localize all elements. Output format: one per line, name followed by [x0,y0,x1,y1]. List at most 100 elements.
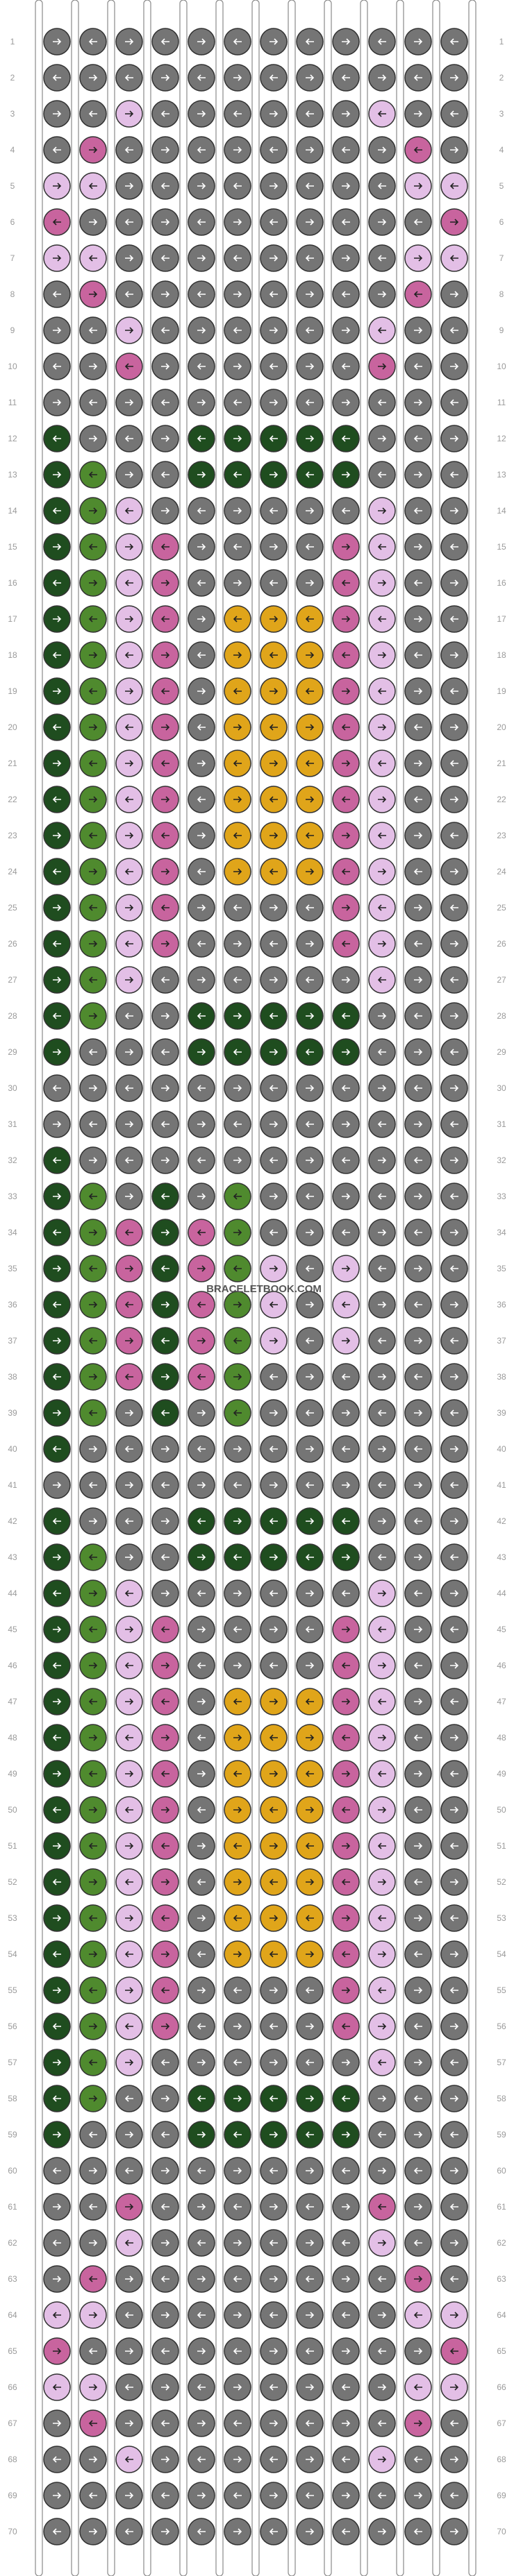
arrow-left-icon [197,1734,206,1741]
row-number-right: 50 [497,1805,506,1815]
arrow-right-icon [306,796,315,803]
knot [115,2373,143,2401]
knot [404,1652,432,1679]
arrow-left-icon [88,1698,97,1705]
arrow-right-icon [161,2528,170,2535]
arrow-right-icon [450,940,459,947]
knot [79,2157,107,2185]
arrow-right-icon [89,291,98,298]
arrow-right-icon [306,2023,315,2030]
arrow-right-icon [414,1193,423,1200]
arrow-left-icon [305,110,314,117]
arrow-left-icon [413,2312,422,2319]
arrow-left-icon [160,2059,169,2066]
arrow-left-icon [197,724,206,731]
arrow-left-icon [377,1987,386,1994]
arrow-right-icon [53,1698,62,1705]
arrow-right-icon [270,327,279,334]
knot [115,2049,143,2076]
arrow-left-icon [413,2167,422,2174]
knot [188,1038,215,1066]
arrow-right-icon [125,543,134,550]
knot [368,136,396,164]
arrow-left-icon [233,183,242,189]
knot [115,822,143,849]
knot [43,28,71,56]
arrow-right-icon [306,868,315,875]
knot [224,1399,251,1427]
arrow-right-icon [161,652,170,659]
arrow-right-icon [125,327,134,334]
arrow-right-icon [53,38,62,45]
arrow-left-icon [52,652,61,659]
knot [296,2229,324,2257]
knot [404,858,432,886]
arrow-right-icon [270,976,279,983]
arrow-right-icon [233,2312,242,2319]
knot [115,2518,143,2545]
knot [43,208,71,236]
knot [188,1543,215,1571]
knot [440,28,468,56]
arrow-right-icon [306,940,315,947]
knot [188,1796,215,1824]
knot [332,822,360,849]
knot [115,966,143,994]
arrow-right-icon [161,74,170,81]
knot [332,533,360,561]
knot [440,1579,468,1607]
knot [224,497,251,525]
arrow-right-icon [233,2095,242,2102]
arrow-right-icon [125,1987,134,1994]
knot [296,1110,324,1138]
knot [43,1183,71,1210]
knot [440,497,468,525]
arrow-left-icon [305,1482,314,1489]
knot [260,136,288,164]
knot [188,1183,215,1210]
knot [368,1760,396,1788]
arrow-right-icon [197,2492,206,2499]
knot [43,1579,71,1607]
arrow-right-icon [233,2023,242,2030]
arrow-left-icon [305,2059,314,2066]
arrow-left-icon [341,1806,350,1813]
arrow-left-icon [52,1951,61,1958]
row-number-right: 56 [497,2022,506,2031]
row-number-left: 61 [8,2202,17,2212]
arrow-left-icon [413,1590,422,1597]
arrow-left-icon [124,74,133,81]
knot [332,2265,360,2293]
knot [332,1435,360,1463]
arrow-left-icon [160,1049,169,1056]
arrow-right-icon [378,291,387,298]
arrow-right-icon [161,1301,170,1308]
knot [188,1940,215,1968]
arrow-left-icon [341,363,350,370]
arrow-left-icon [88,1337,97,1344]
knot [43,677,71,705]
knot [260,2229,288,2257]
knot [368,1363,396,1391]
arrow-left-icon [160,616,169,622]
knot [296,1002,324,1030]
knot [115,2012,143,2040]
knot [188,533,215,561]
arrow-right-icon [450,2023,459,2030]
arrow-right-icon [270,1121,279,1128]
knot [332,2085,360,2112]
knot [440,2409,468,2437]
knot [296,425,324,452]
arrow-left-icon [341,1157,350,1164]
knot [79,822,107,849]
knot [368,64,396,92]
arrow-left-icon [449,2348,458,2355]
knot [43,1363,71,1391]
row-number-right: 17 [497,614,506,624]
arrow-right-icon [53,1987,62,1994]
arrow-right-icon [233,1662,242,1669]
knot [404,1146,432,1174]
knot [151,966,179,994]
knot [151,1038,179,1066]
knot [151,1940,179,1968]
